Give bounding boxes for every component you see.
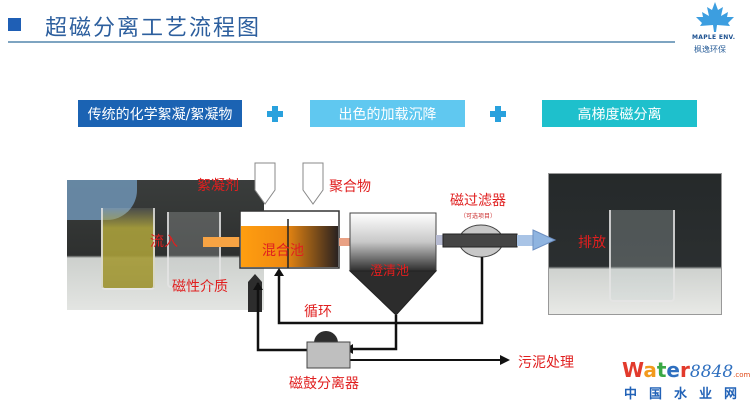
watermark-letter: a [643, 358, 657, 382]
optional-note: （可选项目） [460, 213, 497, 220]
watermark-logo: Water8848.com [622, 358, 750, 382]
drum-separator-label: 磁鼓分离器 [289, 376, 359, 392]
inflow-pipe [203, 237, 241, 247]
polymer-hopper [302, 162, 324, 205]
discharge-pipe [517, 235, 533, 246]
sludge-treatment-label: 污泥处理 [518, 355, 574, 371]
magnetic-media-label: 磁性介质 [172, 279, 228, 295]
watermark-domain: .com [733, 371, 750, 379]
clean-water-beaker [609, 210, 675, 302]
watermark-chinese: 中国水业网 [624, 387, 750, 402]
drum-separator [306, 341, 351, 369]
watermark-letter: e [666, 358, 680, 382]
watermark-letter: t [656, 358, 667, 382]
polymer-label: 聚合物 [329, 179, 371, 195]
recycle-arrow [274, 268, 284, 276]
drum [314, 331, 338, 343]
recycle-label: 循环 [304, 304, 332, 320]
title-bullet [8, 18, 21, 31]
filter-inlet-pipe [436, 235, 444, 245]
banner-chemical-flocculation: 传统的化学絮凝/絮凝物 [78, 100, 242, 127]
media-return-arrow [253, 282, 263, 290]
watermark-letter: r [680, 358, 690, 382]
logo-english: MAPLE ENV. [692, 34, 736, 41]
filter-pipe [442, 233, 518, 248]
watermark-brand-word: Water [622, 358, 690, 382]
logo-chinese: 枫逸环保 [694, 45, 726, 54]
media-return-line [256, 283, 307, 352]
clarifier-cone [348, 270, 438, 316]
clear-beaker [167, 212, 221, 288]
murky-beaker [101, 208, 155, 290]
discharge-photo [548, 173, 722, 315]
coagulant-hopper [254, 162, 276, 205]
discharge-arrow [532, 229, 557, 251]
plus-icon [488, 104, 508, 124]
plus-icon [265, 104, 285, 124]
watermark-letter: W [622, 358, 644, 382]
magnetic-media-feeder [248, 274, 262, 312]
transfer-pipe [339, 238, 350, 246]
banner-magnetic-separation: 高梯度磁分离 [542, 100, 697, 127]
title-divider [8, 41, 675, 43]
company-logo [690, 0, 740, 48]
inflow-label: 流入 [150, 234, 178, 250]
page-title: 超磁分离工艺流程图 [45, 16, 262, 41]
recycle-line [277, 257, 484, 325]
coagulant-label: 絮凝剂 [197, 178, 239, 194]
mixing-tank-liquid [241, 226, 338, 267]
mixing-tank-label: 混合池 [262, 243, 304, 259]
banner-ballasted-settling: 出色的加载沉降 [310, 100, 465, 127]
magnetic-filter-label: 磁过滤器 [450, 193, 506, 209]
watermark-brand-number: 8848 [689, 362, 734, 382]
sludge-out-arrow [500, 355, 510, 365]
discharge-label: 排放 [578, 235, 606, 251]
maple-leaf-icon [696, 2, 734, 32]
sludge-line [351, 315, 398, 351]
clarifier-label: 澄清池 [370, 264, 410, 279]
